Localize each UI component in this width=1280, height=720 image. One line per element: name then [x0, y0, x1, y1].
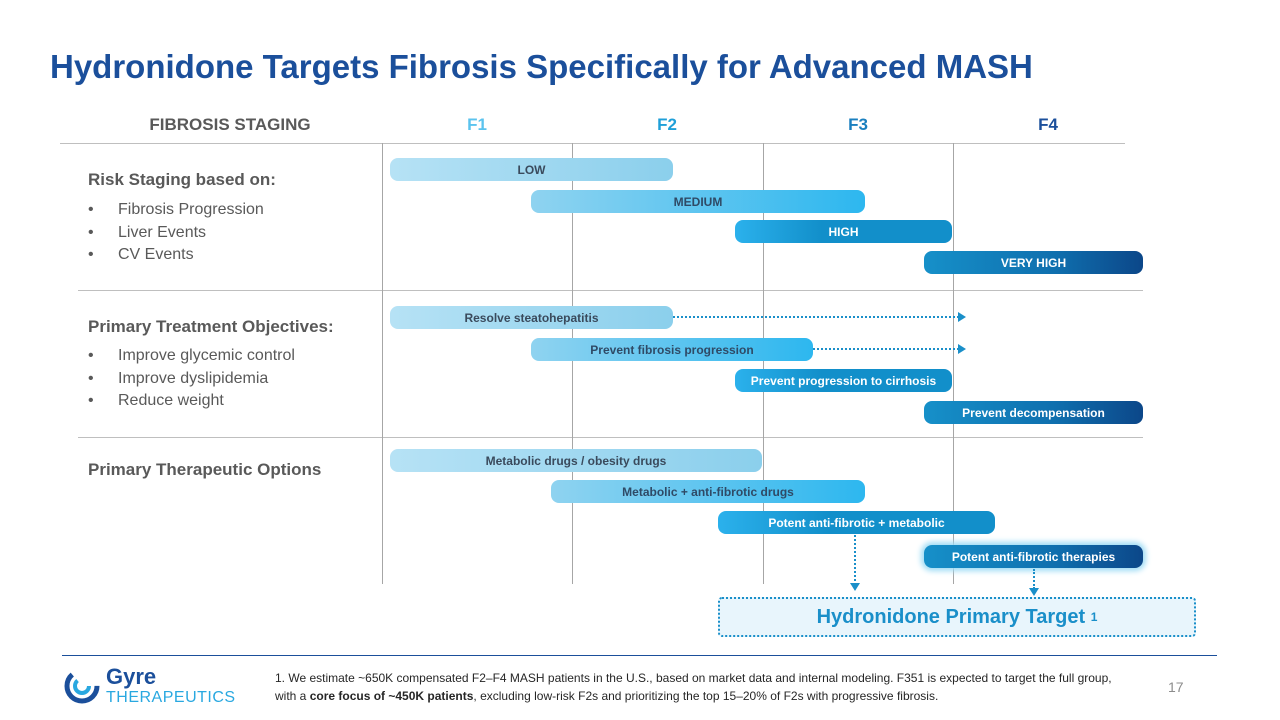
stage-f3: F3	[848, 115, 868, 134]
bullet: Improve dyslipidemia	[88, 368, 295, 391]
risk-bullets: Fibrosis Progression Liver Events CV Eve…	[88, 199, 264, 267]
fibrosis-staging-header: FIBROSIS STAGING	[149, 115, 311, 134]
grid-line	[953, 143, 954, 584]
arrow-right-icon	[958, 312, 966, 322]
footer-divider	[62, 655, 1217, 656]
stage-f4: F4	[1038, 115, 1058, 134]
grid-line	[382, 143, 383, 584]
therapy-bar: Metabolic + anti-fibrotic drugs	[551, 480, 865, 503]
risk-bar-high: HIGH	[735, 220, 952, 243]
footnote-text: 1. We estimate ~650K compensated F2–F4 M…	[275, 671, 1112, 703]
section-divider	[78, 437, 1143, 438]
dotted-arrow-line	[673, 316, 959, 318]
target-footnote-ref: 1	[1090, 610, 1098, 624]
risk-bar-medium: MEDIUM	[531, 190, 865, 213]
therapeutic-heading: Primary Therapeutic Options	[88, 460, 322, 479]
grid-line	[572, 143, 573, 584]
therapy-bar: Potent anti-fibrotic + metabolic	[718, 511, 995, 534]
arrow-down-icon	[1029, 588, 1039, 596]
footnote-text: , excluding low-risk F2s and prioritizin…	[473, 689, 939, 703]
target-label: Hydronidone Primary Target	[816, 605, 1086, 628]
dotted-arrow-line	[813, 348, 959, 350]
logo-name: Gyre	[106, 664, 157, 689]
grid-line	[763, 143, 764, 584]
risk-heading: Risk Staging based on:	[88, 170, 276, 189]
logo-subtitle: THERAPEUTICS	[106, 689, 236, 706]
footnote: 1. We estimate ~650K compensated F2–F4 M…	[275, 669, 1135, 705]
arrow-right-icon	[958, 344, 966, 354]
page-number: 17	[1168, 679, 1184, 695]
bullet: Fibrosis Progression	[88, 199, 264, 222]
dotted-arrow-line	[854, 535, 856, 585]
objective-bar: Prevent decompensation	[924, 401, 1143, 424]
bullet: Reduce weight	[88, 390, 295, 413]
risk-bar-very-high: VERY HIGH	[924, 251, 1143, 274]
gyre-logo	[64, 668, 100, 709]
section-divider	[78, 290, 1143, 291]
objective-bar: Prevent progression to cirrhosis	[735, 369, 952, 392]
bullet: Improve glycemic control	[88, 345, 295, 368]
objectives-heading: Primary Treatment Objectives:	[88, 317, 334, 336]
header-divider	[60, 143, 1125, 144]
objective-bar: Prevent fibrosis progression	[531, 338, 813, 361]
objective-bar: Resolve steatohepatitis	[390, 306, 673, 329]
stage-f1: F1	[467, 115, 487, 134]
bullet: CV Events	[88, 244, 264, 267]
stage-f2: F2	[657, 115, 677, 134]
bullet: Liver Events	[88, 222, 264, 245]
footnote-bold: core focus of ~450K patients	[309, 689, 474, 703]
risk-bar-low: LOW	[390, 158, 673, 181]
objectives-bullets: Improve glycemic control Improve dyslipi…	[88, 345, 295, 413]
therapy-bar-highlighted: Potent anti-fibrotic therapies	[924, 545, 1143, 568]
primary-target-box: Hydronidone Primary Target 1	[718, 597, 1196, 637]
arrow-down-icon	[850, 583, 860, 591]
gyre-logo-icon	[64, 668, 100, 704]
page-title: Hydronidone Targets Fibrosis Specificall…	[50, 48, 1033, 85]
therapy-bar: Metabolic drugs / obesity drugs	[390, 449, 762, 472]
dotted-arrow-line	[1033, 569, 1035, 589]
